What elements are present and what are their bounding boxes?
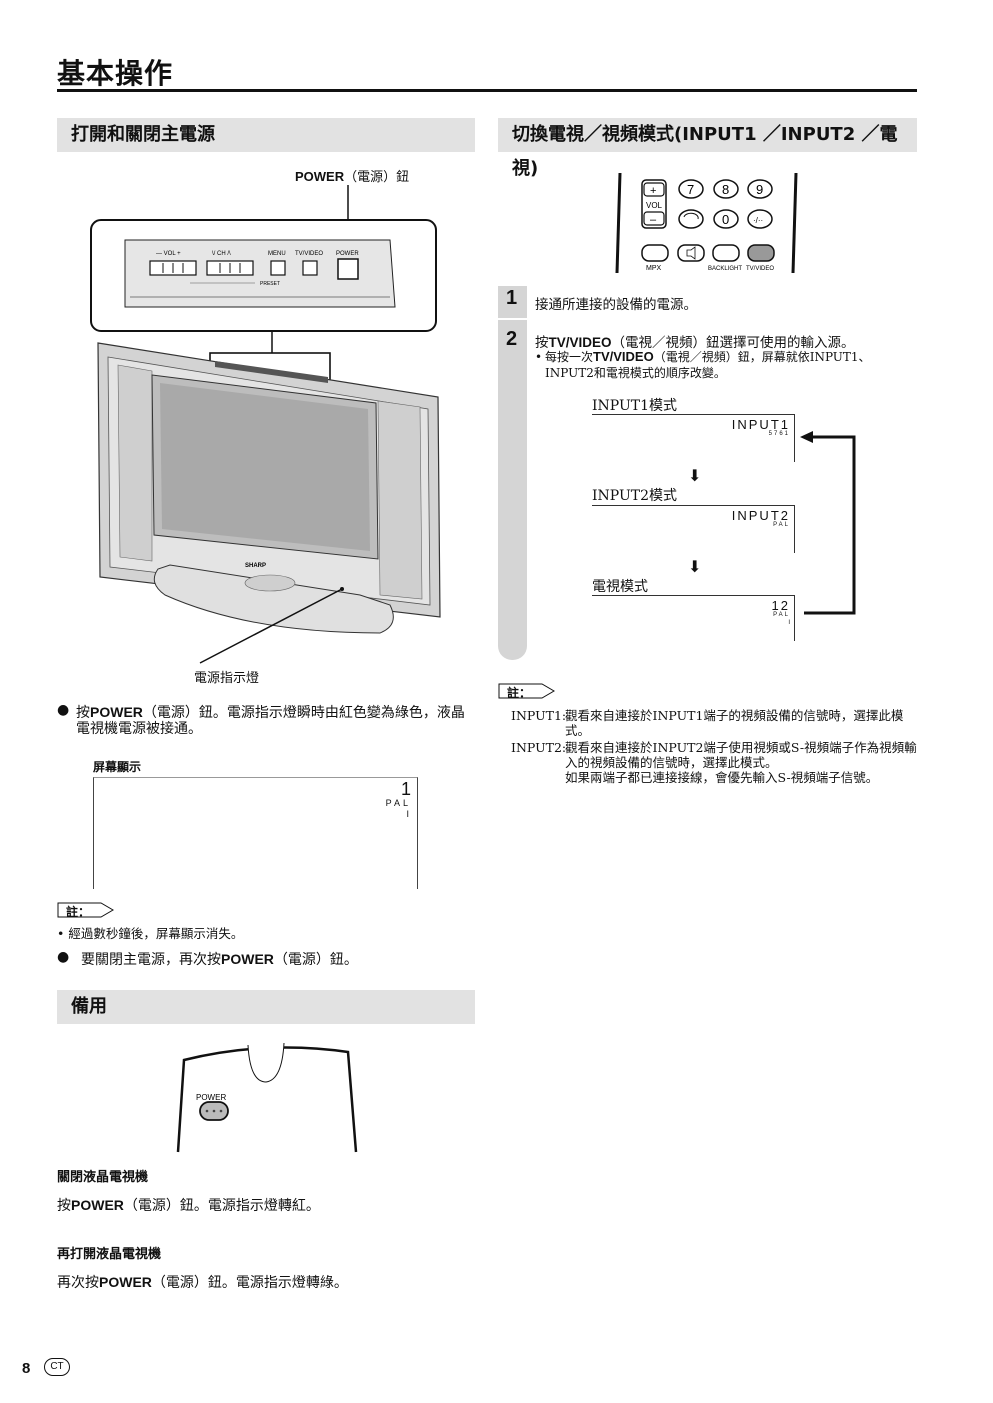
region-code-badge: CT — [44, 1358, 70, 1376]
note-tag-right: 註： — [498, 683, 558, 703]
standby-off-heading: 關閉液晶電視機 — [57, 1169, 149, 1184]
step-1-text: 接通所連接的設備的電源。 — [535, 297, 697, 313]
standby-on-heading: 再打開液晶電視機 — [57, 1246, 162, 1261]
cycle-return-arrow-icon — [800, 431, 856, 615]
remote-backlight: BACKLIGHT — [708, 266, 742, 272]
panel-label-vol: — VOL + — [156, 251, 181, 257]
mode-input1-label: INPUT1模式 — [592, 398, 677, 414]
panel-label-tvvideo: TV/VIDEO — [295, 251, 323, 257]
mode-input1-osd: INPUT1 — [731, 417, 790, 432]
mode-input1-osd-sub: 5761 — [768, 431, 790, 437]
bullet-small-icon: • — [57, 926, 65, 941]
panel-label-menu: MENU — [268, 251, 286, 257]
step-2-text: 按TV/VIDEO（電視／視頻）鈕選擇可使用的輸入源。 — [535, 335, 855, 351]
power-button-callout: POWER（電源）鈕 — [295, 169, 410, 185]
bullet-dot-icon: ● — [57, 702, 70, 718]
bullet-power-on: ● 按POWER（電源）鈕。電源指示燈瞬時由紅色變為綠色，液晶電視機電源被接通。 — [57, 702, 465, 737]
mode-input1-line — [592, 414, 794, 415]
remote-top-illustration: POWER — [176, 1042, 358, 1153]
panel-label-preset: PRESET — [260, 281, 280, 287]
remote-plus: + — [650, 185, 656, 197]
section-heading-switch: 切換電視／視頻模式(INPUT1 ／INPUT2 ／電視) — [498, 118, 917, 179]
remote-key-7: 7 — [687, 182, 694, 197]
standby-on-text: 再次按POWER（電源）鈕。電源指示燈轉綠。 — [57, 1274, 348, 1291]
remote-key-9: 9 — [756, 182, 763, 197]
mode-input2-line — [592, 505, 794, 506]
tv-illustration: — VOL + \/ CH /\ MENU TV/VIDEO POWER PRE… — [90, 185, 441, 664]
note-input2: INPUT2: 觀看來自連接於INPUT2端子使用視頻或S-視頻端子作為視頻輸入… — [511, 740, 917, 785]
screen-display-box: 1 PAL I — [93, 777, 418, 889]
mode-tv-label: 電視模式 — [592, 579, 648, 595]
page-title: 基本操作 — [57, 57, 174, 90]
screen-osd-sub: I — [406, 809, 409, 819]
bullet-dot-icon: ● — [57, 949, 70, 965]
bullet-small-icon: • — [535, 350, 543, 364]
remote-key-8: 8 — [722, 182, 729, 197]
mode-input2-label: INPUT2模式 — [592, 488, 677, 504]
remote-power-label: POWER — [196, 1093, 226, 1102]
step-divider — [498, 318, 527, 320]
section-heading-standby: 備用 — [57, 990, 475, 1024]
mode-input2-osd-sub: PAL — [773, 522, 790, 528]
page-number: 8 — [22, 1360, 31, 1377]
panel-label-power: POWER — [336, 251, 359, 257]
indicator-callout: 電源指示燈 — [194, 671, 260, 686]
arrow-down-icon: ⬇ — [688, 557, 702, 576]
mode-tv-osd-sub2: I — [788, 620, 790, 626]
screen-display-label: 屏幕顯示 — [93, 760, 142, 774]
bullet-power-off: ● 要關閉主電源，再次按POWER（電源）鈕。 — [57, 949, 358, 968]
remote-buttons-illustration: + – VOL 7 8 9 0 ·/·· MPX BACKLIGHT TV/VI… — [615, 172, 798, 274]
arrow-down-icon: ⬇ — [688, 466, 702, 485]
screen-osd-channel: 1 — [400, 779, 411, 799]
note-auto-hide: • 經過數秒鐘後，屏幕顯示消失。 — [57, 926, 244, 941]
remote-tvvideo: TV/VIDEO — [746, 266, 774, 272]
remote-vol: VOL — [646, 201, 663, 210]
steps-sidebar — [498, 286, 527, 660]
tv-brand-logo: SHARP — [245, 563, 266, 569]
remote-mpx: MPX — [646, 265, 662, 272]
remote-key-0: 0 — [722, 212, 729, 227]
step-1-number: 1 — [506, 287, 518, 309]
mode-input2-osd: INPUT2 — [731, 508, 790, 523]
mode-tv-osd-sub: PAL — [773, 612, 790, 618]
mode-tv-osd: 12 — [771, 598, 790, 613]
step-2-subtext: • 每按一次TV/VIDEO（電視／視頻）鈕，屏幕就依INPUT1、INPUT2… — [535, 349, 871, 380]
screen-osd-system: PAL — [385, 798, 411, 808]
note-tag-left: 註： — [57, 902, 117, 922]
mode-tv-line — [592, 595, 794, 596]
remote-minus: – — [650, 214, 657, 226]
standby-off-text: 按POWER（電源）鈕。電源指示燈轉紅。 — [57, 1197, 320, 1214]
note-input1: INPUT1: 觀看來自連接於INPUT1端子的視頻設備的信號時，選擇此模式。 — [511, 708, 904, 738]
svg-text:·/··: ·/·· — [753, 216, 763, 225]
step-2-number: 2 — [506, 328, 518, 350]
section-heading-power: 打開和關閉主電源 — [57, 118, 475, 152]
title-rule — [57, 89, 917, 92]
panel-label-ch: \/ CH /\ — [212, 251, 231, 257]
